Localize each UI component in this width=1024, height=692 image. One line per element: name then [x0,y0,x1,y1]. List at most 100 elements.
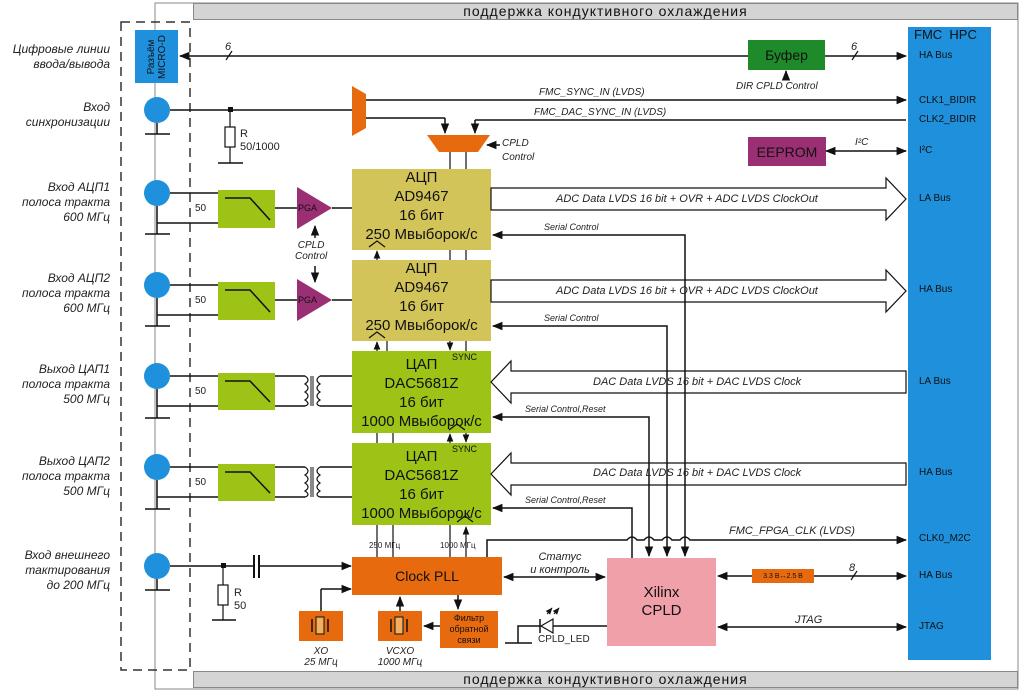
dac1-text: ЦАП DAC5681Z 16 бит 1000 Мвыборок/с [361,356,482,430]
clock-resistor-icon [217,584,229,606]
eeprom-label: EEPROM [756,143,818,160]
dac2-serial-control-label: Serial Control,Reset [525,495,606,505]
micro-d-connector [135,30,178,83]
fmc-fpga-clk-label: FMC_FPGA_CLK (LVDS) [729,525,855,537]
fmc-pin-clk0-m2c: CLK0_M2C [919,533,971,544]
clk-250-label: 250 МГц [369,541,401,550]
dac2-serial-control-line [491,503,633,558]
clock-pll-block [352,557,502,595]
fmc-pin-ha-bus: HA Bus [919,467,953,478]
adc2-data-bus-arrow [490,268,907,314]
eeprom-block [748,137,826,166]
dac1-output-connector-icon [144,363,170,389]
status-control-label: Статус и контроль [530,551,590,576]
cpld-label: Xilinx CPLD [641,584,682,619]
dac2-lowpass-filter [218,464,275,501]
dac1-transformer-icon [303,375,309,407]
fmc-sync-in-label: FMC_SYNC_IN (LVDS) [539,87,645,98]
fmc-pin-i2c: I²C [919,145,933,156]
clock-resistor-label: R 50 [234,587,247,612]
adc1-data-label: ADC Data LVDS 16 bit + OVR + ADC LVDS Cl… [556,193,818,205]
termination-label: 50 [195,386,207,397]
top-cooling-band: поддержка кондуктивного охлаждения [193,3,1018,20]
adc2-lowpass-filter [218,282,275,320]
front-panel-dashed [120,21,191,671]
pga-control-label: CPLD Control [295,240,328,262]
fmc-pin-clk2-bidir: CLK2_BIDIR [919,114,977,125]
buffer-width-label: 6 [851,41,858,53]
bus-width-tick [225,50,233,61]
dac1-serial-control-label: Serial Control,Reset [525,404,606,414]
adc2-input-label: Вход АЦП2 полоса тракта 600 МГц [21,271,110,315]
micro-d-label: Разъём MICRO-D [145,34,168,79]
adc1-text: АЦП AD9467 16 бит 250 Мвыборок/с [365,169,478,243]
adc1-input-connector-icon [144,180,170,206]
jtag-signal-label: JTAG [795,614,823,626]
fmc-pin-jtag: JTAG [919,621,944,632]
adc2-serial-control-line [491,321,668,540]
dir-cpld-control-label: DIR CPLD Control [736,81,818,92]
fmc-pin-ha-bus: HA Bus [919,50,953,61]
adc1-lowpass-filter [218,190,275,228]
level-shifter-label: 3.3 В↔2.5 В [763,572,803,580]
bus-width-tick [851,50,859,61]
fmc-hpc-title: FMC HPC [914,27,977,42]
sync-resistor-label: R 50/1000 [240,128,280,153]
fmc-pin-clk1-bidir: CLK1_BIDIR [919,95,977,106]
xilinx-cpld-block [607,558,716,646]
sync-resistor-icon [224,126,236,148]
fmc-pin-ha-bus: HA Bus [919,284,953,295]
led-icon [539,617,554,635]
dac1-serial-control-line [491,412,650,540]
ext-clock-connector-icon [144,553,170,579]
adc1-block [352,169,491,250]
loop-filter-block [440,611,498,648]
eeprom-bus-label: I²C [855,137,869,148]
dac2-data-bus-arrow [490,451,907,497]
fmc-fpga-clk-line [486,535,908,557]
fmc-pin-la-bus: LA Bus [919,376,951,387]
adc1-serial-control-line [491,230,686,540]
fmc-dac-sync-in-label: FMC_DAC_SYNC_IN (LVDS) [534,107,667,118]
adc2-serial-control-label: Serial Control [544,313,599,323]
clock-pll-label: Clock PLL [395,568,459,584]
dac1-data-label: DAC Data LVDS 16 bit + DAC LVDS Clock [593,376,802,388]
adc2-data-label: ADC Data LVDS 16 bit + OVR + ADC LVDS Cl… [556,285,818,297]
clk-1000-label: 1000 МГц [440,541,476,550]
fmc-pin-la-bus: LA Bus [919,193,951,204]
dac2-block [352,443,491,525]
adc1-input-label: Вход АЦП1 полоса тракта 600 МГц [21,180,110,224]
dac1-data-bus-arrow [490,359,907,405]
termination-label: 50 [195,477,207,488]
dac1-sync-label: SYNC [452,352,478,362]
adc1-data-bus-arrow [490,176,907,222]
fmc-pin-ha-bus: HA Bus [919,570,953,581]
sync-input-connector-icon [144,97,170,123]
termination-label: 50 [195,203,207,214]
dac2-output-connector-icon [144,454,170,480]
digital-io-label: Цифровые линии ввода/вывода [12,42,110,71]
sync-mux-control-label: CPLD Control [502,138,535,163]
dac2-data-label: DAC Data LVDS 16 bit + DAC LVDS Clock [593,467,802,479]
io-width-label: 6 [225,41,232,53]
dac2-text: ЦАП DAC5681Z 16 бит 1000 Мвыборок/с [361,448,482,522]
board-frame [154,2,1019,690]
level-shifter-block [752,569,814,583]
adc2-block [352,260,491,341]
sync-input-label: Вход синхронизации [25,100,110,129]
dac1-output-label: Выход ЦАП1 полоса тракта 500 МГц [21,362,110,406]
dac1-block [352,351,491,433]
sync-splitter-icon [352,86,366,136]
fmc-hpc-connector [908,27,991,660]
loop-filter-label: Фильтр обратной связи [449,613,489,645]
adc1-pga-icon [297,187,332,229]
sync-mux-icon [427,135,490,152]
ext-clock-input-label: Вход внешнего тактирования до 200 МГц [24,548,110,592]
termination-label: 50 [195,295,207,306]
pga2-label: PGA [298,295,318,305]
xo-label: XO 25 МГц [304,646,338,668]
cpld-ha-width-label: 8 [849,562,856,574]
adc2-pga-icon [297,279,332,321]
pga1-label: PGA [298,203,318,213]
